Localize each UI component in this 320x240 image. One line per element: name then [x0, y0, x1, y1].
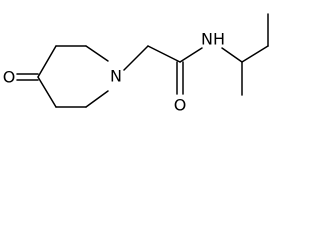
bond-ring-n-c2 [85, 45, 109, 62]
structure-diagram: O N O N H [3, 13, 269, 115]
bond-n-ch2 [123, 45, 149, 71]
atom-nitrogen-amide: N [201, 30, 213, 49]
bond-ch2-carbonyl [147, 45, 181, 63]
atom-oxygen-amide: O [174, 96, 187, 115]
bond-nh-ch [221, 47, 243, 63]
bond-carbonyl-nh [179, 47, 203, 63]
atom-oxygen-ketone: O [3, 68, 16, 87]
bond-ring-c4-c5 [37, 76, 57, 108]
molecule-canvas: O N O N H [0, 0, 289, 131]
bond-ch-ch2-up [241, 45, 269, 63]
atom-hydrogen-amide: H [213, 30, 225, 49]
bond-ring-c6-n [85, 90, 109, 108]
bond-ring-c3-c4 [37, 45, 57, 78]
atom-nitrogen-ring: N [110, 67, 122, 86]
